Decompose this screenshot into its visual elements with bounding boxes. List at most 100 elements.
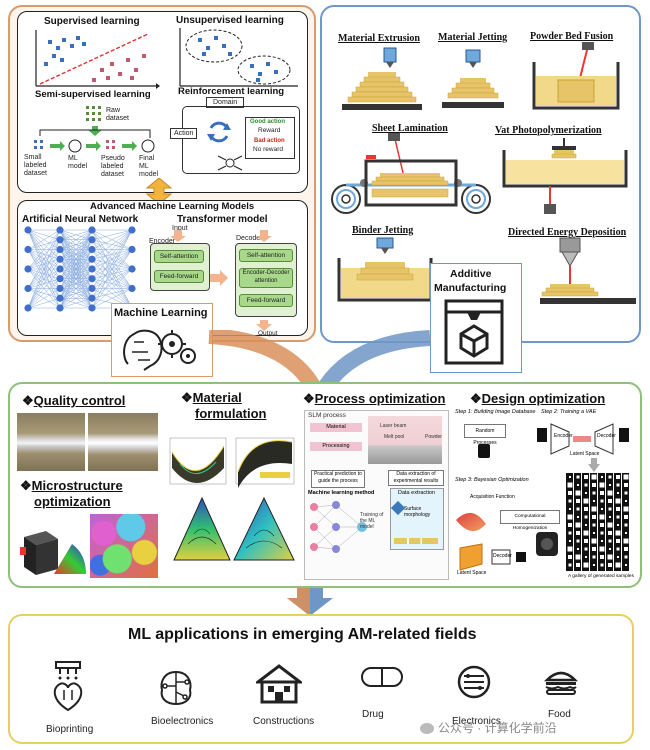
gallery-cell [608,539,612,543]
input-label: Input [172,225,188,232]
semi-supervised-label: Semi-supervised learning [35,89,151,100]
sheet-lamination-illustration [331,133,491,214]
gallery-cell [593,532,595,534]
gallery-cell [577,516,579,518]
process-optimization-title: ❖Process optimization [303,391,446,406]
gallery-cell [577,548,579,550]
bioprinting-icon [53,661,83,712]
directed-energy-deposition-label: Directed Energy Deposition [508,227,627,238]
gallery-cell [624,547,628,551]
gallery-cell [583,562,589,568]
gallery-cell [615,562,621,568]
ann-label: Artificial Neural Network [22,214,139,225]
binder-jetting-label: Binder Jetting [352,225,414,236]
gallery-cell [577,484,579,486]
gallery-cell [567,482,573,488]
constructions-label: Constructions [253,716,315,727]
domain-box: Domain [206,97,245,108]
material-line2: formulation [195,406,267,421]
gallery-cell [575,490,581,496]
gallery-cell [625,532,627,534]
gallery-cell [600,499,604,503]
nn-node [128,245,136,254]
final-ml-model-label: Final ML model [139,155,159,178]
gallery-cell [607,554,613,560]
nn-node [56,275,64,283]
microstructure-sample-1 [478,444,490,458]
gallery-cell [625,564,627,566]
gallery-cell [592,555,596,559]
gallery-cell [625,500,627,502]
encoder-feed-forward: Feed-forward [154,270,204,283]
good-action-label: Good action [250,119,285,125]
gallery-cell [568,555,572,559]
gallery-cell [609,484,611,486]
directed-energy-deposition-illustration [540,237,636,304]
gallery-cell [575,522,581,528]
material-jetting-label: Material Jetting [438,32,508,43]
quality-control-text: Quality control [33,393,126,408]
gallery-cell [591,474,597,480]
gallery-cell [593,564,595,566]
bar-chart-mini [394,538,438,544]
output-label: Output [258,330,278,337]
data-extraction-box: Data extraction of experimental results [388,470,444,486]
gallery-cell [593,500,595,502]
slm-processing-box: Processing [310,442,362,451]
gallery-cell [576,563,580,567]
am-badge-line2: Manufacturing [434,282,507,294]
encoder-small-label: Encoder [554,433,573,439]
latent-space-small-label: Latent Space [570,451,600,457]
gallery-cell [608,563,612,567]
supervised-learning-label: Supervised learning [44,16,140,27]
melt-pool-label: Melt pool [384,434,405,440]
bottom-flow-arrow [287,588,333,616]
transformer-arrows [170,230,272,331]
gallery-cell [592,523,596,527]
bioelectronics-label: Bioelectronics [151,716,214,727]
gallery-cell [576,531,580,535]
electronics-label: Electronics [452,716,501,727]
gallery-cell [601,508,603,510]
slm-image [368,416,442,464]
nn-node [88,236,96,244]
nn-node [88,226,96,234]
process-optimization-text: Process optimization [314,391,446,406]
material-jetting-illustration [442,49,504,108]
surface-morphology-label: Surface morphology [404,506,431,518]
decoder-feed-forward: Feed-forward [239,294,293,307]
nn-node [128,265,136,273]
nn-node [88,255,96,263]
gallery-cell [624,523,628,527]
decoder-small-label-2: Decoder [493,553,512,559]
gallery-cell [616,539,620,543]
step2-label: Step 2: Training a VAE [541,409,597,415]
nn-node [56,265,64,273]
nn-node [88,284,96,293]
cycle-arrows-icon [207,121,231,143]
gallery-cell [615,530,621,536]
emerging-fields-panel [8,614,634,744]
vat-photopolymerization-illustration [502,138,628,214]
quality-control-image-left [17,413,85,471]
vae-diagram [537,423,629,455]
nn-node [88,304,96,312]
nn-node [24,245,32,254]
gallery-cell [584,515,588,519]
advanced-ml-title: Advanced Machine Learning Models [90,201,255,212]
binder-jetting-illustration [337,237,433,302]
comp-homogenization-box: Computational Homogenization [500,510,560,531]
watermark: 公众号 · 计算化学前沿 [420,719,557,736]
ebsd-map [90,514,158,578]
gallery-cell [575,554,581,560]
nn-node [88,245,96,254]
nn-node [128,284,136,293]
material-line1: Material [192,390,242,405]
3d-printer-icon [444,299,504,365]
brain-gears-icon [123,329,196,371]
design-optimization-title: ❖Design optimization [470,391,606,406]
nn-node [56,284,64,293]
pseudo-labeled-label: Pseudo labeled dataset [101,155,125,178]
blue-flow-arrow [319,330,431,390]
